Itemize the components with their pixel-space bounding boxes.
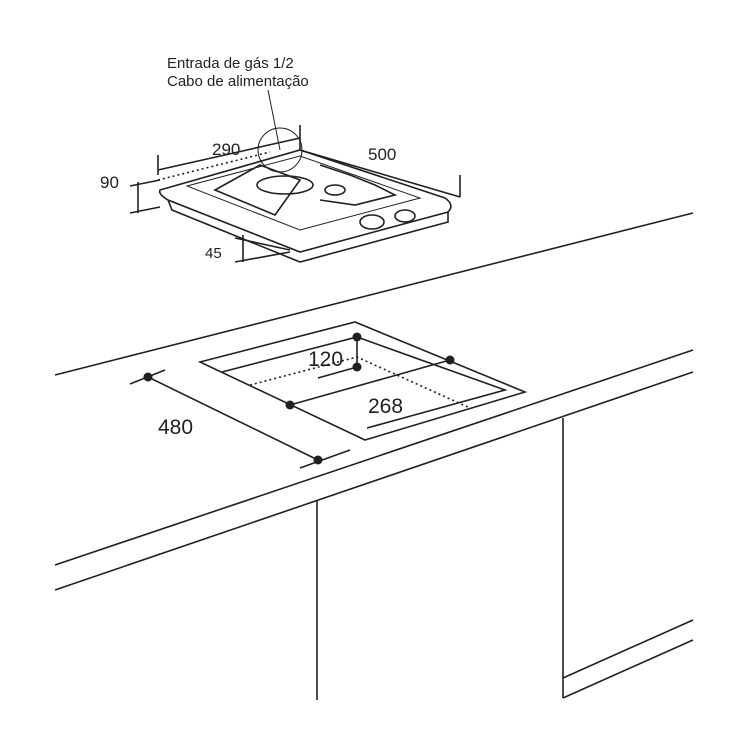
dimension-dots [143,332,455,465]
dim-45: 45 [205,245,222,262]
cutout [129,321,528,469]
dim-500: 500 [368,145,396,164]
countertop [54,212,694,700]
dim-120: 120 [308,348,343,371]
dim-90: 90 [100,173,119,192]
callout-gas-inlet: Entrada de gás 1/2 [167,55,294,72]
callout-power-cable: Cabo de alimentação [167,73,309,90]
dim-480: 480 [158,416,193,439]
hob [129,89,461,263]
dim-290: 290 [212,140,240,159]
dim-268: 268 [368,395,403,418]
